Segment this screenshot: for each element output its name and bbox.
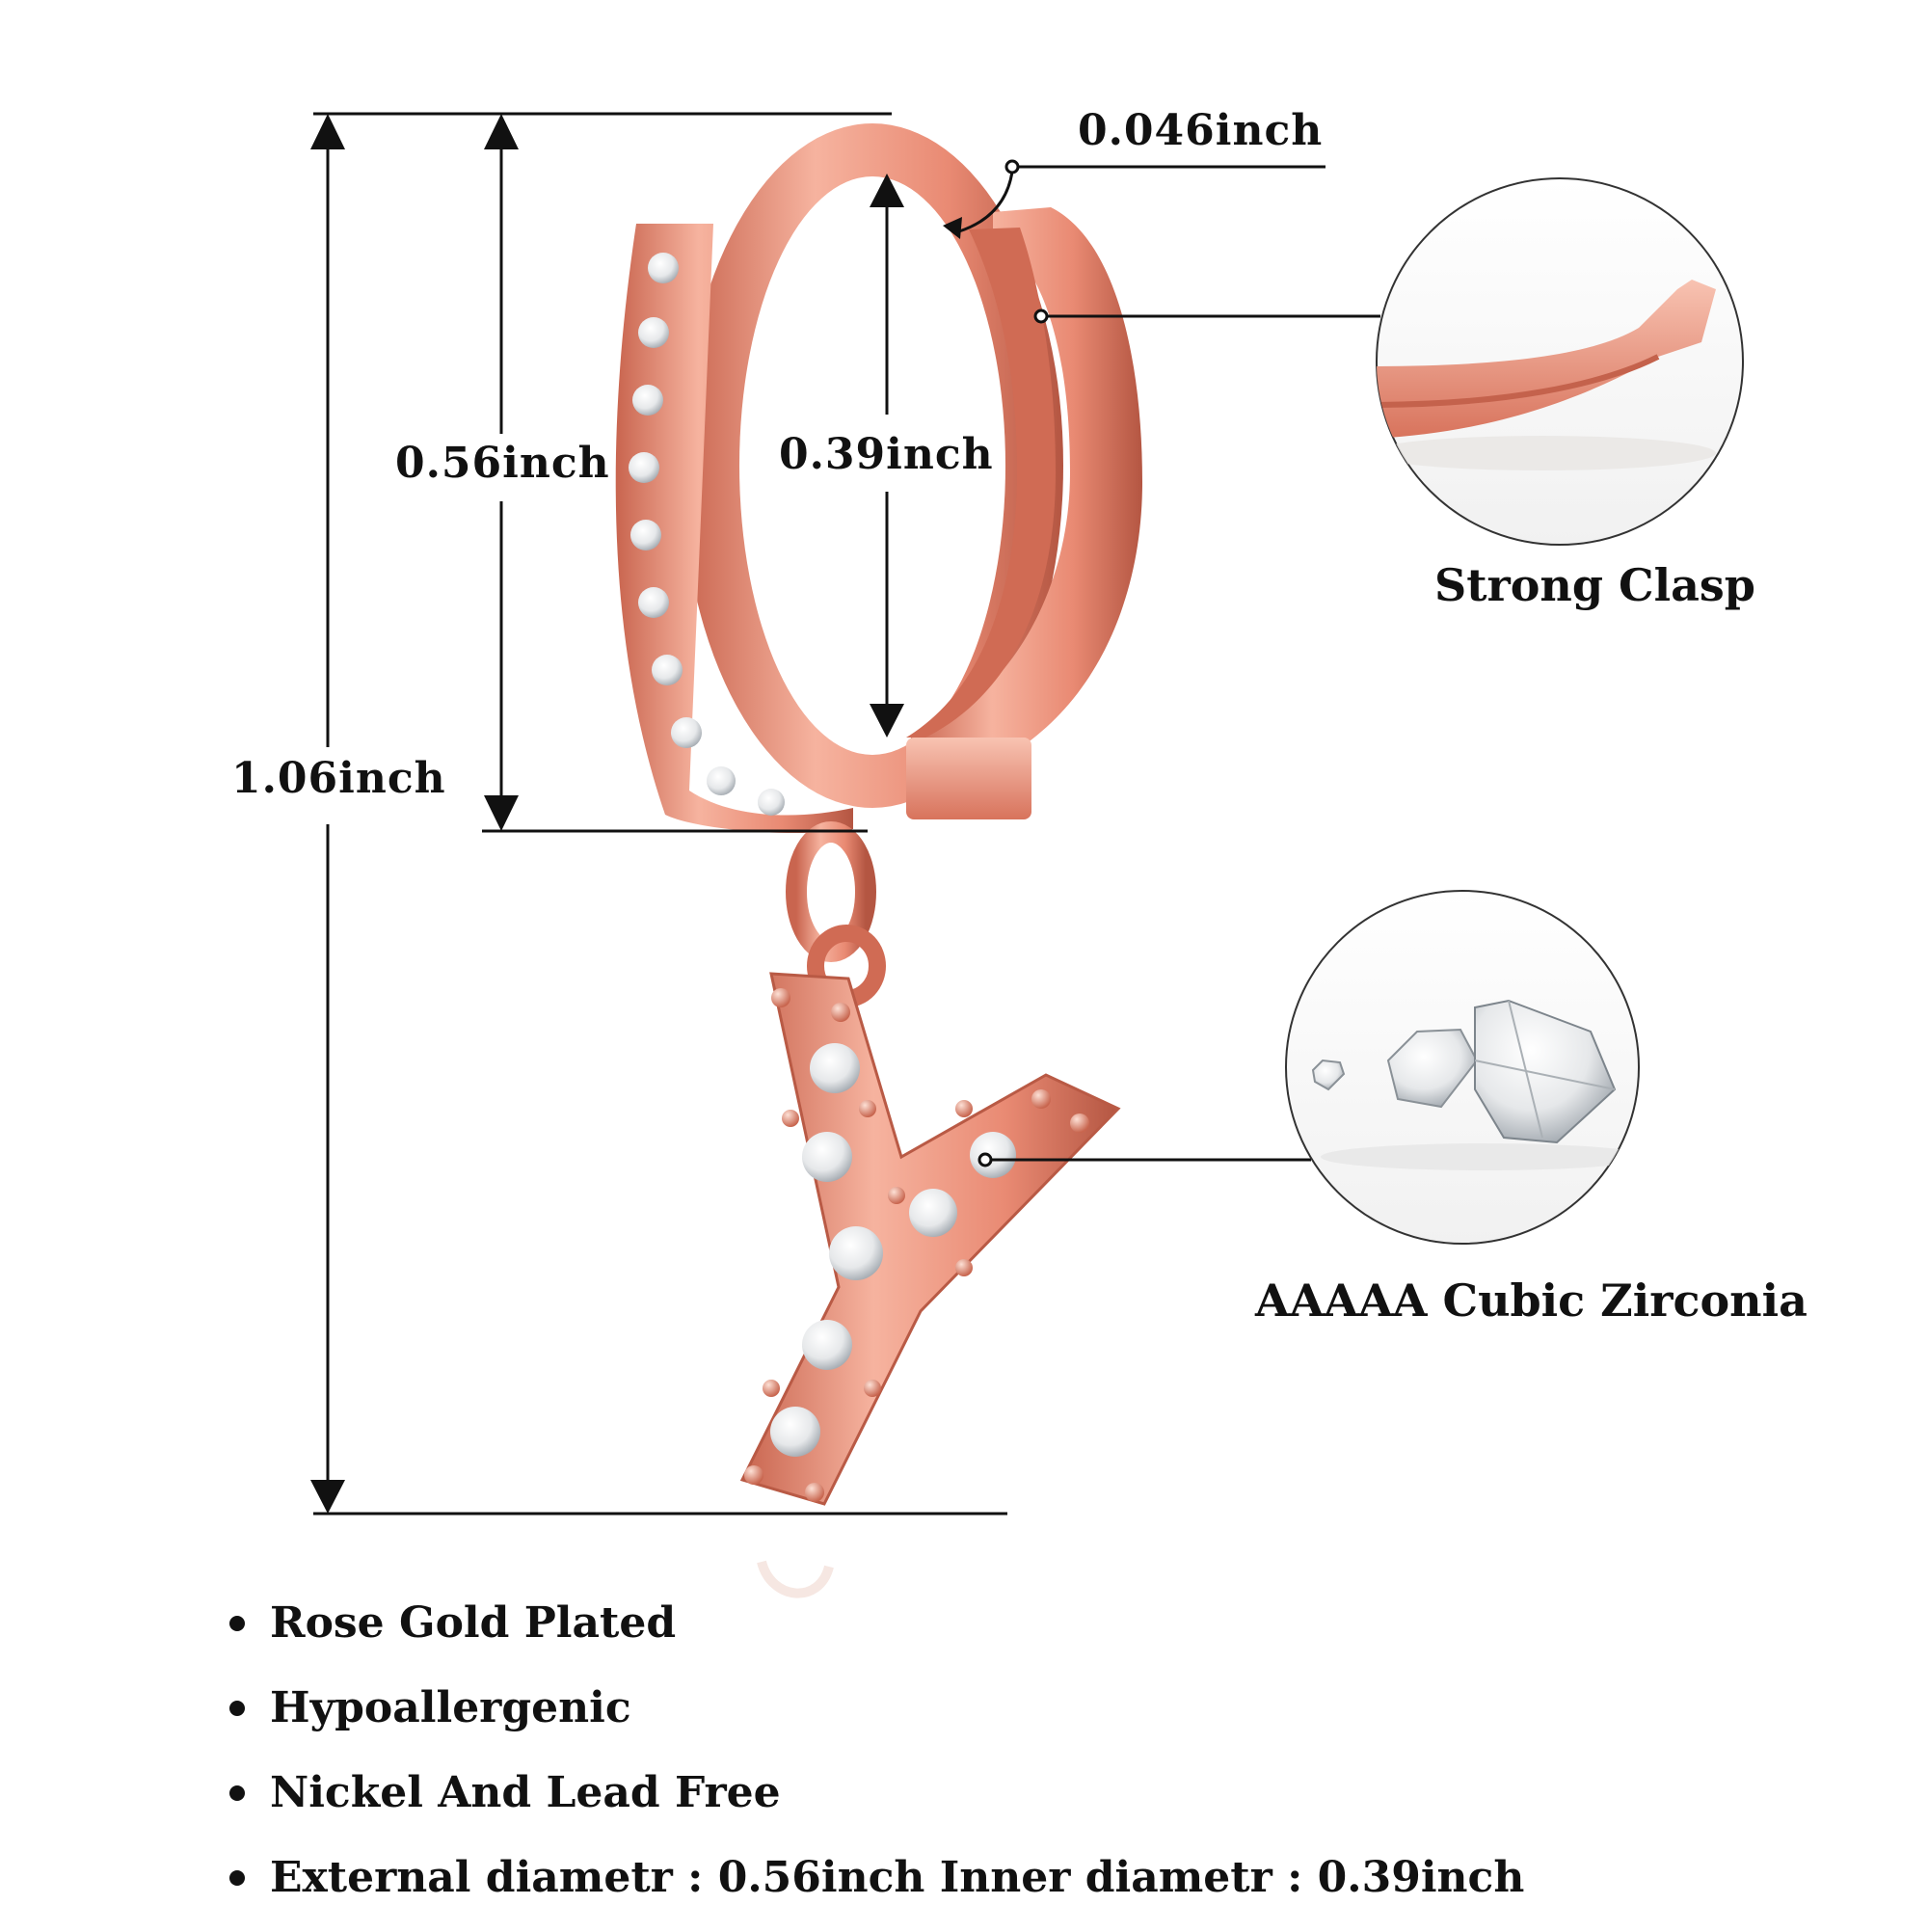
arrow-total-top [310,114,345,149]
arrow-outer-top [484,114,519,149]
bullet-icon [229,1870,245,1886]
jump-rings [786,821,886,1007]
thickness-arc [958,171,1014,233]
dimension-lines [313,112,1380,1516]
pave-stones [629,253,785,816]
bullet-icon [229,1785,245,1801]
stones-detail-circle [1285,890,1640,1245]
wire-thickness-label: 0.046inch [1078,106,1324,155]
outer-diameter-label: 0.56inch [395,439,610,488]
total-height-label: 1.06inch [231,754,446,803]
feature-item: Nickel And Lead Free [224,1751,1524,1836]
feature-list: Rose Gold Plated Hypoallergenic Nickel A… [224,1581,1524,1920]
bullet-icon [229,1616,245,1631]
arrow-outer-bottom [484,795,519,831]
arrow-inner-bottom [870,704,904,738]
stones-caption: AAAAA Cubic Zirconia [1255,1275,1808,1327]
feature-item: Hypoallergenic [224,1666,1524,1751]
dimension-arrows [310,114,1049,1514]
clasp-caption: Strong Clasp [1434,559,1755,611]
clasp-detail-circle [1376,177,1744,546]
arrow-thickness [943,217,962,239]
arrow-total-bottom [310,1480,345,1514]
feature-item: External diametr : 0.56inch Inner diamet… [224,1836,1524,1920]
clasp-leader-dot [1033,309,1049,324]
inner-diameter-label: 0.39inch [779,430,994,479]
hoop [615,123,1142,834]
stone-leader-dot [977,1152,993,1167]
pendant-beads [744,988,1089,1502]
thickness-leader-dot [1004,159,1020,174]
pendant-stones [770,1043,1016,1457]
letter-pendant [739,972,1121,1598]
feature-item: Rose Gold Plated [224,1581,1524,1666]
arrow-inner-top [870,174,904,207]
bullet-icon [229,1701,245,1716]
